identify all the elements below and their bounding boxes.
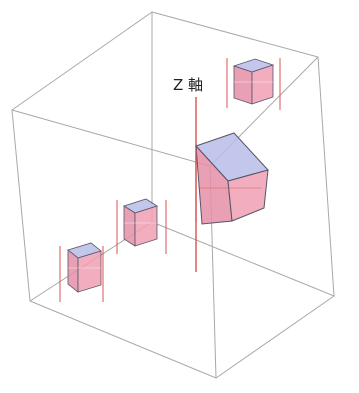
box-edge-top-left bbox=[11, 11, 153, 111]
box-edge-bottom-right bbox=[215, 295, 335, 379]
bounding-box bbox=[11, 11, 335, 379]
cube-large-rotated bbox=[195, 132, 269, 225]
cube-small-3 bbox=[226, 58, 281, 110]
cube-small-2 bbox=[116, 198, 167, 254]
box-front-face bbox=[11, 109, 217, 379]
cube-small-1 bbox=[59, 242, 104, 302]
z-axis-label: Z 軸 bbox=[173, 76, 203, 94]
